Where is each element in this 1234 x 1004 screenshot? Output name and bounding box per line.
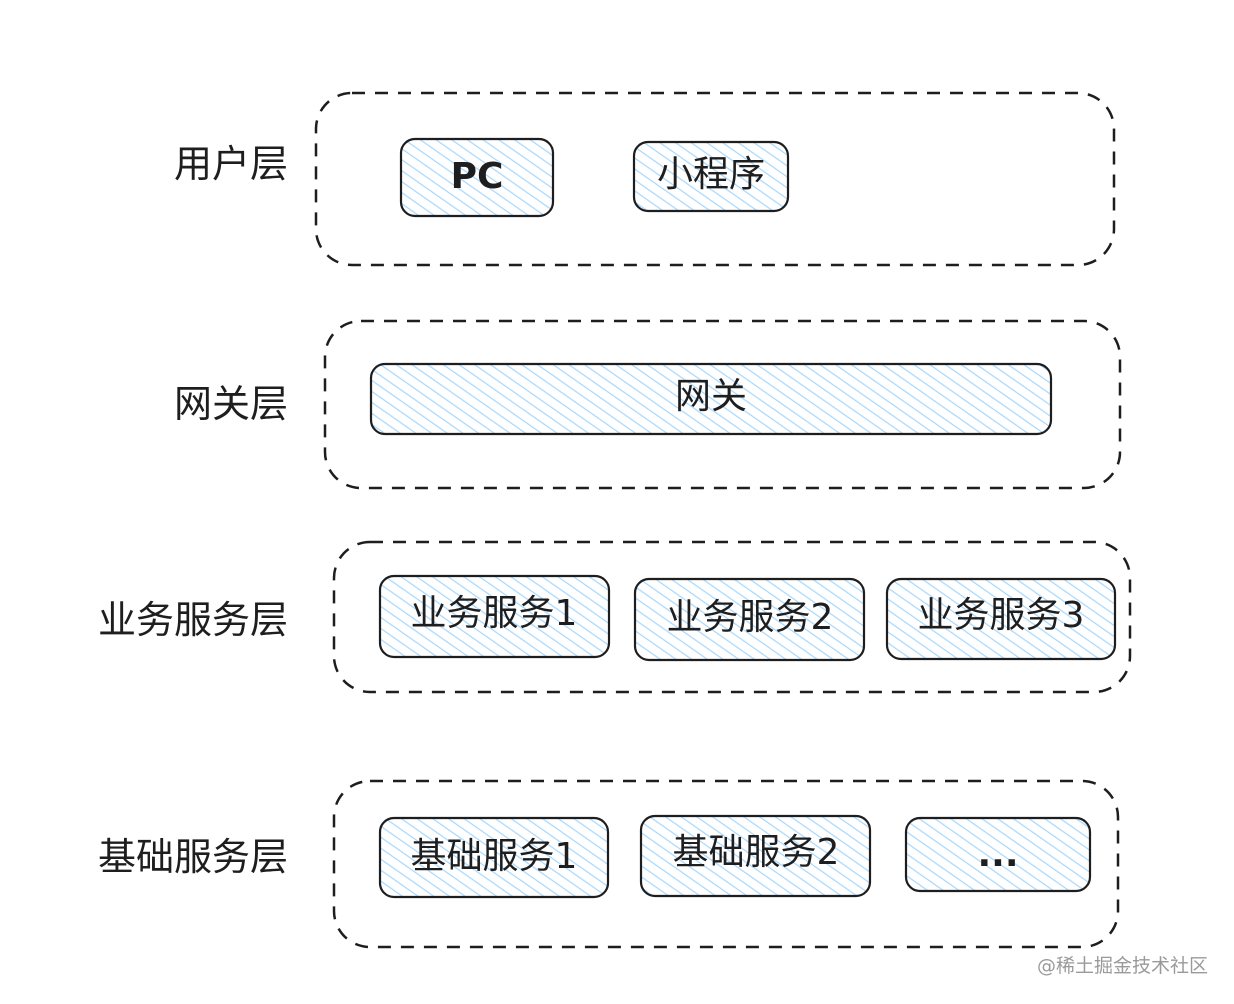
node-foundation-1-label: 基础服务1 [410, 836, 578, 877]
node-gateway-box[interactable] [369, 362, 1053, 436]
node-business-2-box[interactable] [633, 577, 866, 662]
gateway-layer-container [323, 319, 1122, 490]
node-foundation-2-box[interactable] [639, 814, 872, 898]
watermark-text: @稀土掘金技术社区 [1036, 955, 1208, 977]
business-layer-container [332, 540, 1132, 694]
node-foundation-more-label: ... [977, 834, 1019, 875]
node-foundation-1-box[interactable] [378, 816, 610, 899]
node-pc-box[interactable] [399, 137, 555, 218]
node-business-3-box[interactable] [885, 577, 1117, 661]
node-gateway-label: 网关 [674, 376, 748, 417]
layer-label-gateway: 网关层 [173, 382, 288, 426]
foundation-layer-container [332, 779, 1120, 949]
node-business-2-label: 业务服务2 [666, 597, 834, 638]
node-business-1-box[interactable] [378, 574, 611, 659]
node-miniprogram-label: 小程序 [656, 154, 766, 195]
node-foundation-2-label: 基础服务2 [672, 832, 840, 873]
node-business-3-label: 业务服务3 [917, 595, 1085, 636]
node-business-1-label: 业务服务1 [410, 593, 578, 634]
user-layer-container [314, 91, 1116, 267]
node-miniprogram-box[interactable] [632, 140, 790, 213]
node-foundation-more-box[interactable] [904, 816, 1092, 893]
layer-label-foundation: 基础服务层 [97, 835, 288, 879]
layer-label-user: 用户层 [173, 142, 288, 186]
node-pc-label: PC [450, 156, 504, 197]
layer-label-business: 业务服务层 [97, 598, 288, 642]
